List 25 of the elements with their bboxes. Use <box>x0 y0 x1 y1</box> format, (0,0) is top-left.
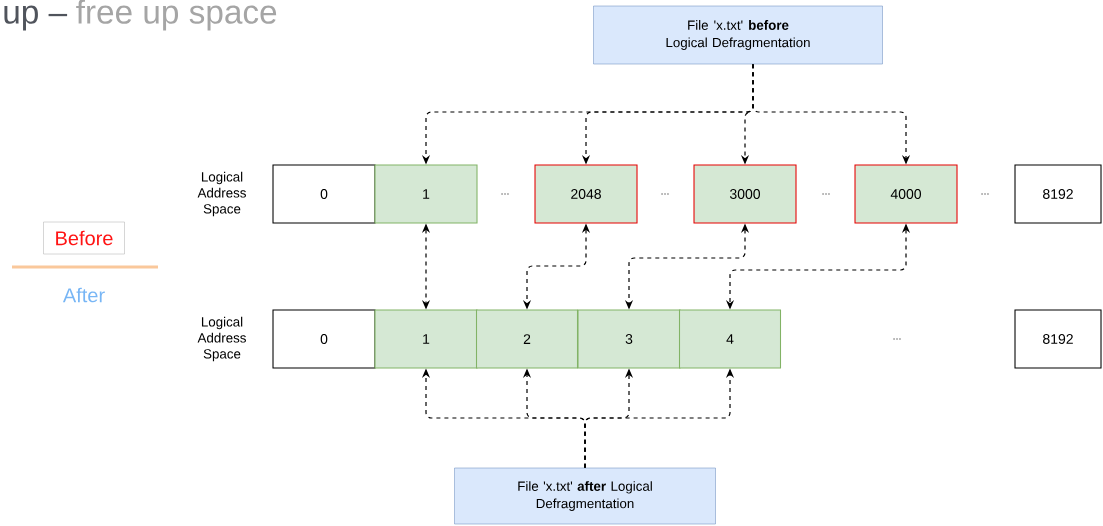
address-cell: 2048 <box>534 164 638 224</box>
heading: free up space <box>76 0 277 31</box>
ellipsis: ... <box>501 193 509 195</box>
address-cell: 1 <box>374 164 478 224</box>
before-tag: Before <box>43 221 125 255</box>
ellipsis: ... <box>822 193 830 195</box>
address-cell: 3 <box>577 309 681 369</box>
ellipsis: ... <box>661 193 669 195</box>
file-box: File 'x.txt' before Logical Defragmentation <box>593 5 883 65</box>
row-label: Logical Address Space <box>197 171 246 217</box>
ellipsis: ... <box>893 338 901 340</box>
ellipsis: ... <box>981 193 989 195</box>
address-cell: 3000 <box>693 164 797 224</box>
address-cell: 0 <box>272 164 376 224</box>
address-cell: 4000 <box>854 164 958 224</box>
address-cell: 8192 <box>1014 309 1102 369</box>
file-box: File 'x.txt' after Logical Defragmentation <box>454 467 716 525</box>
address-cell: 1 <box>374 309 478 369</box>
heading: up – <box>4 5 68 31</box>
address-cell: 8192 <box>1014 164 1102 224</box>
address-cell: 4 <box>678 309 782 369</box>
after-label: After <box>62 287 105 303</box>
row-label: Logical Address Space <box>197 316 246 362</box>
address-cell: 0 <box>272 309 376 369</box>
address-cell: 2 <box>475 309 579 369</box>
